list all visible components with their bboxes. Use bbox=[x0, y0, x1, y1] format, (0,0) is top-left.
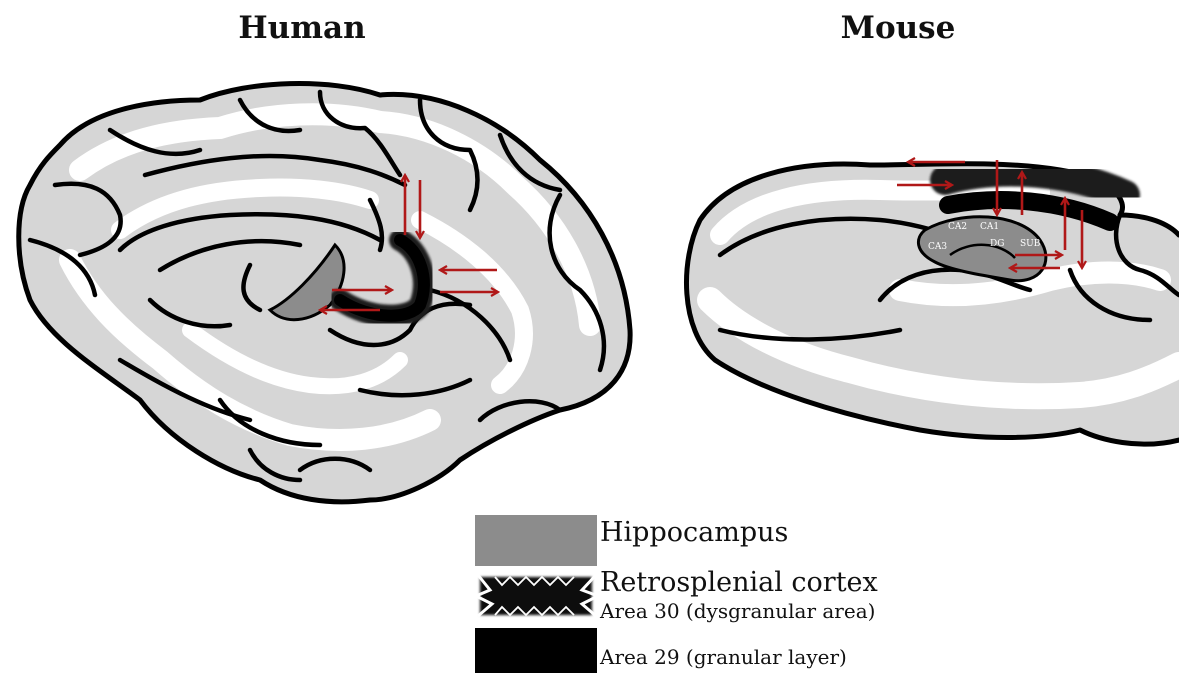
human-title: Human bbox=[238, 10, 365, 46]
mouse-brain: CA2 CA1 CA3 DG SUB bbox=[686, 160, 1179, 444]
legend-retrosplenial-swatch bbox=[476, 575, 598, 616]
legend-hippocampus-swatch bbox=[475, 515, 597, 566]
legend-area30-label: Area 30 (dysgranular area) bbox=[599, 599, 875, 623]
legend-area29-swatch bbox=[475, 628, 597, 673]
region-ca2: CA2 bbox=[948, 222, 967, 232]
legend-retrosplenial-label: Retrosplenial cortex bbox=[600, 567, 878, 598]
region-sub: SUB bbox=[1020, 239, 1041, 249]
human-brain bbox=[19, 84, 630, 502]
region-ca3: CA3 bbox=[928, 242, 947, 252]
legend-area29-label: Area 29 (granular layer) bbox=[599, 645, 847, 669]
legend-hippocampus-label: Hippocampus bbox=[600, 517, 788, 548]
region-ca1: CA1 bbox=[980, 222, 999, 232]
legend: Hippocampus Retrosplenial cortex Area 30… bbox=[475, 515, 878, 673]
mouse-title: Mouse bbox=[841, 10, 956, 46]
region-dg: DG bbox=[990, 239, 1004, 249]
